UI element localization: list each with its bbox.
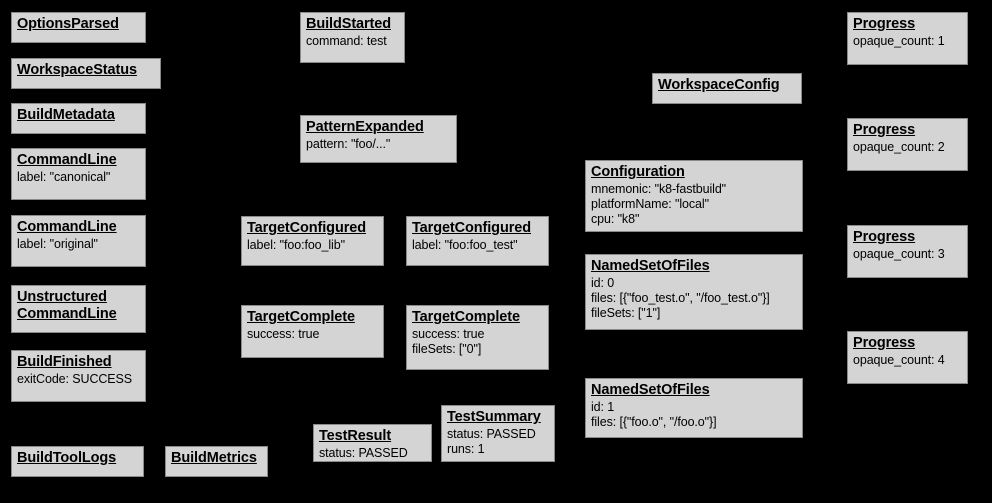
event-node-workspace-status[interactable]: WorkspaceStatus — [11, 58, 161, 89]
event-node-field: label: "foo:foo_lib" — [247, 238, 345, 253]
event-node-title: TargetComplete — [412, 309, 520, 325]
event-node-title: BuildMetadata — [17, 107, 115, 123]
event-node-progress-3[interactable]: Progress opaque_count: 3 — [847, 225, 968, 278]
event-node-title: TestResult — [319, 428, 392, 444]
event-node-title: CommandLine — [17, 219, 117, 235]
event-node-progress-4[interactable]: Progress opaque_count: 4 — [847, 331, 968, 384]
event-node-field: platformName: "local" — [591, 196, 709, 211]
event-node-target-configured-foo-test[interactable]: TargetConfigured label: "foo:foo_test" — [406, 216, 549, 266]
event-node-build-metadata[interactable]: BuildMetadata — [11, 103, 146, 134]
event-node-field: cpu: "k8" — [591, 211, 640, 226]
event-node-field: status: PASSED — [319, 446, 408, 461]
event-node-field: opaque_count: 2 — [853, 140, 945, 155]
event-node-title: BuildStarted — [306, 16, 392, 32]
event-node-field: opaque_count: 4 — [853, 353, 945, 368]
event-node-title: TargetComplete — [247, 309, 355, 325]
event-node-title: BuildMetrics — [171, 450, 257, 466]
event-node-field: files: [{"foo.o", "/foo.o"}] — [591, 414, 717, 429]
event-node-field: runs: 1 — [447, 441, 485, 456]
event-node-field: fileSets: ["1"] — [591, 305, 661, 320]
event-node-field: label: "foo:foo_test" — [412, 238, 518, 253]
event-node-target-complete-foo-lib[interactable]: TargetComplete success: true — [241, 305, 384, 358]
event-node-title: Configuration — [591, 164, 685, 180]
event-node-field: opaque_count: 3 — [853, 247, 945, 262]
event-node-title: OptionsParsed — [17, 16, 119, 32]
event-node-progress-1[interactable]: Progress opaque_count: 1 — [847, 12, 968, 65]
event-node-title: Unstructured CommandLine — [17, 289, 117, 323]
event-node-title: WorkspaceStatus — [17, 62, 137, 78]
event-node-command-line-canonical[interactable]: CommandLine label: "canonical" — [11, 148, 146, 200]
event-node-field: mnemonic: "k8-fastbuild" — [591, 182, 727, 197]
event-node-command-line-original[interactable]: CommandLine label: "original" — [11, 215, 146, 267]
event-node-field: success: true — [412, 327, 485, 342]
event-node-field: exitCode: SUCCESS — [17, 372, 133, 387]
event-node-field: opaque_count: 1 — [853, 34, 945, 49]
event-node-field: success: true — [247, 327, 320, 342]
event-node-configuration[interactable]: Configuration mnemonic: "k8-fastbuild"pla… — [585, 160, 803, 232]
event-node-build-tool-logs[interactable]: BuildToolLogs — [11, 446, 144, 477]
event-node-target-configured-foo-lib[interactable]: TargetConfigured label: "foo:foo_lib" — [241, 216, 384, 266]
event-node-field: id: 0 — [591, 276, 615, 291]
event-node-title: PatternExpanded — [306, 119, 424, 135]
event-node-field: label: "original" — [17, 237, 98, 252]
event-node-field: id: 1 — [591, 400, 615, 415]
event-node-title: Progress — [853, 122, 916, 138]
event-node-field: fileSets: ["0"] — [412, 341, 482, 356]
event-node-title: TestSummary — [447, 409, 541, 425]
event-node-field: pattern: "foo/..." — [306, 137, 391, 152]
event-node-build-finished[interactable]: BuildFinished exitCode: SUCCESS — [11, 350, 146, 402]
event-node-title: CommandLine — [17, 152, 117, 168]
event-node-progress-2[interactable]: Progress opaque_count: 2 — [847, 118, 968, 171]
event-node-title: Progress — [853, 335, 916, 351]
event-node-unstructured-command-line[interactable]: Unstructured CommandLine — [11, 285, 146, 333]
event-node-title: BuildFinished — [17, 354, 112, 370]
event-node-title: Progress — [853, 229, 916, 245]
event-node-title: NamedSetOfFiles — [591, 382, 710, 398]
event-node-title: TargetConfigured — [247, 220, 366, 236]
event-node-field: command: test — [306, 34, 387, 49]
event-node-field: files: [{"foo_test.o", "/foo_test.o"}] — [591, 290, 770, 305]
event-node-title: TargetConfigured — [412, 220, 531, 236]
event-node-build-started[interactable]: BuildStarted command: test — [300, 12, 405, 63]
event-node-workspace-config[interactable]: WorkspaceConfig — [652, 73, 802, 104]
event-node-pattern-expanded[interactable]: PatternExpanded pattern: "foo/..." — [300, 115, 457, 163]
event-node-title: BuildToolLogs — [17, 450, 117, 466]
event-node-title: WorkspaceConfig — [658, 77, 780, 93]
event-node-title: NamedSetOfFiles — [591, 258, 710, 274]
event-node-build-metrics[interactable]: BuildMetrics — [165, 446, 268, 477]
event-node-field: label: "canonical" — [17, 170, 111, 185]
event-node-title: Progress — [853, 16, 916, 32]
event-node-test-result[interactable]: TestResult status: PASSED — [313, 424, 432, 462]
event-node-options-parsed[interactable]: OptionsParsed — [11, 12, 146, 43]
event-node-field: status: PASSED — [447, 427, 536, 442]
